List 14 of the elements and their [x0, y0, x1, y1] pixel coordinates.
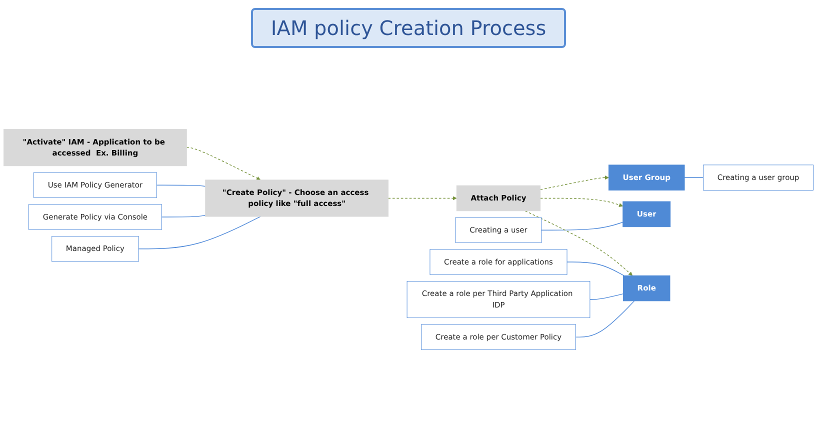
connector — [684, 177, 704, 178]
arrow — [540, 176, 609, 190]
arrow — [540, 198, 624, 207]
connector — [541, 222, 624, 230]
arrow — [186, 147, 261, 180]
connector — [156, 184, 206, 187]
title: IAM policy Creation Process — [250, 8, 566, 48]
connector — [566, 262, 624, 276]
connector — [138, 216, 261, 250]
connector — [575, 300, 635, 338]
arrow — [388, 196, 457, 200]
connector — [590, 293, 624, 300]
arrow — [524, 210, 633, 276]
connector — [161, 214, 206, 218]
